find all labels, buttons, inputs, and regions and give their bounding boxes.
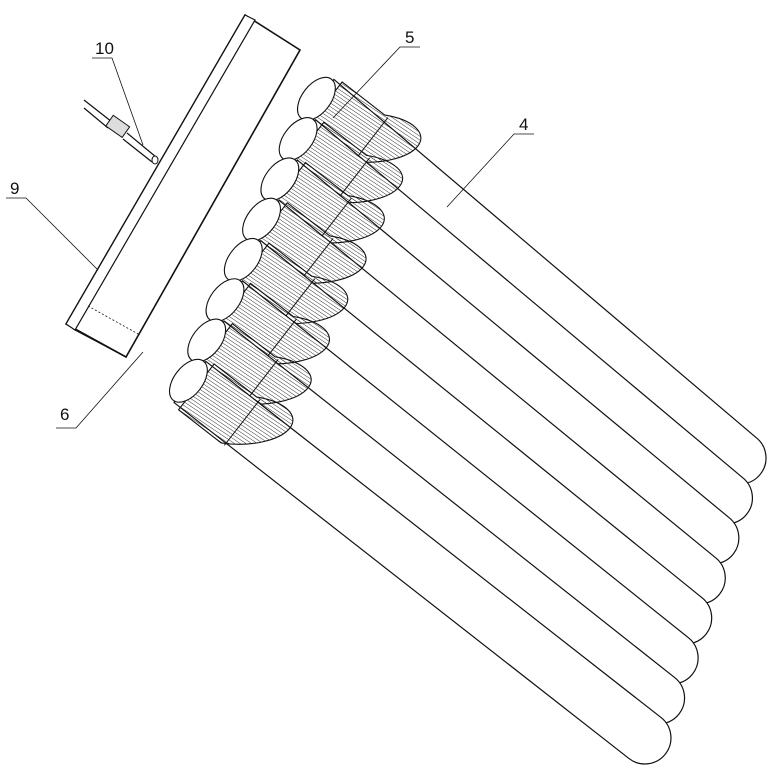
- leader-6: [56, 351, 144, 429]
- header-block: [64, 13, 302, 359]
- end-cap: [296, 76, 336, 121]
- leader-4: [446, 133, 534, 208]
- label-6: 6: [60, 405, 69, 424]
- label-9: 9: [10, 179, 19, 198]
- knurled-collar: [177, 363, 294, 445]
- leader-9: [6, 197, 99, 271]
- end-cap: [223, 237, 263, 282]
- end-cap: [242, 197, 282, 242]
- label-10: 10: [95, 39, 114, 58]
- tube-4: [242, 197, 726, 605]
- leader-lines: [6, 46, 534, 429]
- tube-array: [168, 76, 767, 765]
- leader-5: [332, 46, 420, 119]
- leader-10: [92, 57, 144, 146]
- end-cap: [168, 358, 208, 403]
- collar-ring: [223, 399, 261, 446]
- end-cap: [260, 157, 300, 202]
- end-cap: [278, 117, 318, 162]
- end-cap: [205, 278, 245, 323]
- cable-connector: [83, 99, 159, 165]
- end-cap: [187, 318, 227, 363]
- label-4: 4: [519, 115, 528, 134]
- label-5: 5: [405, 28, 414, 47]
- tube-8: [168, 358, 672, 765]
- tube-body: [173, 360, 672, 765]
